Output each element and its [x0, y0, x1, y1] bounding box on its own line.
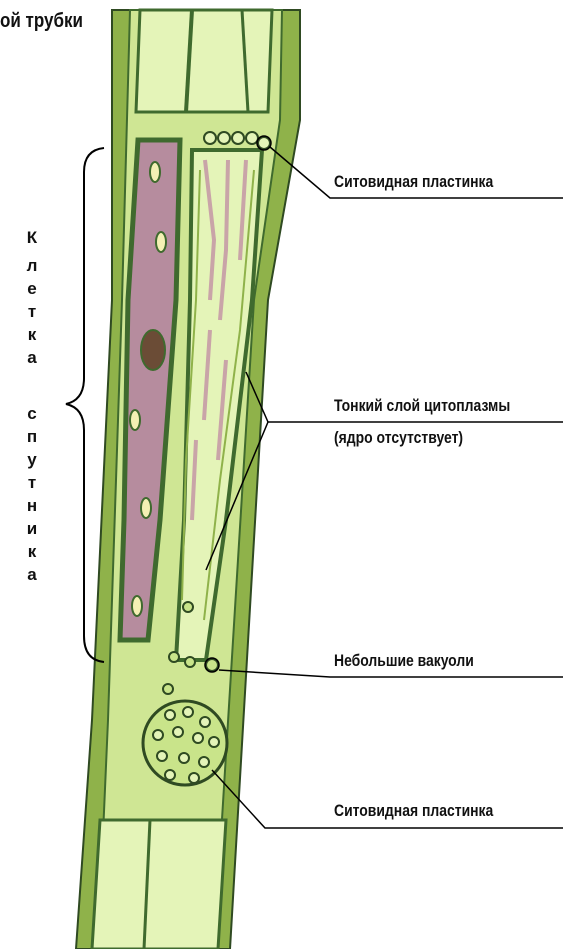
vertical-label-char: с — [24, 404, 40, 424]
label-sieve-plate-top: Ситовидная пластинка — [334, 172, 493, 192]
vertical-label-char: т — [24, 302, 40, 322]
vertical-label-char: у — [24, 450, 40, 470]
vertical-label-char: к — [24, 325, 40, 345]
vertical-label-char: л — [24, 256, 40, 276]
vertical-label-char: к — [24, 542, 40, 562]
diagram-title: ой трубки — [0, 10, 83, 33]
vertical-label-char: т — [24, 473, 40, 493]
companion-nucleus — [141, 330, 165, 370]
plastid — [132, 596, 142, 616]
vertical-label-char: а — [24, 348, 40, 368]
vertical-label-char: п — [24, 427, 40, 447]
label-cytoplasm-line2: (ядро отсутствует) — [334, 428, 463, 448]
vertical-label-char: е — [24, 279, 40, 299]
plastid — [130, 410, 140, 430]
label-sieve-plate-bottom: Ситовидная пластинка — [334, 801, 493, 821]
vertical-label-char: К — [24, 228, 40, 248]
upper-cell — [136, 10, 272, 112]
plastid — [150, 162, 160, 182]
vertical-label-char: и — [24, 519, 40, 539]
lower-cell — [92, 820, 226, 949]
label-cytoplasm-line1: Тонкий слой цитоплазмы — [334, 396, 510, 416]
label-vacuoles: Небольшие вакуоли — [334, 651, 474, 671]
vertical-label-char: н — [24, 496, 40, 516]
vertical-label-char: а — [24, 565, 40, 585]
plastid — [141, 498, 151, 518]
plastid — [156, 232, 166, 252]
